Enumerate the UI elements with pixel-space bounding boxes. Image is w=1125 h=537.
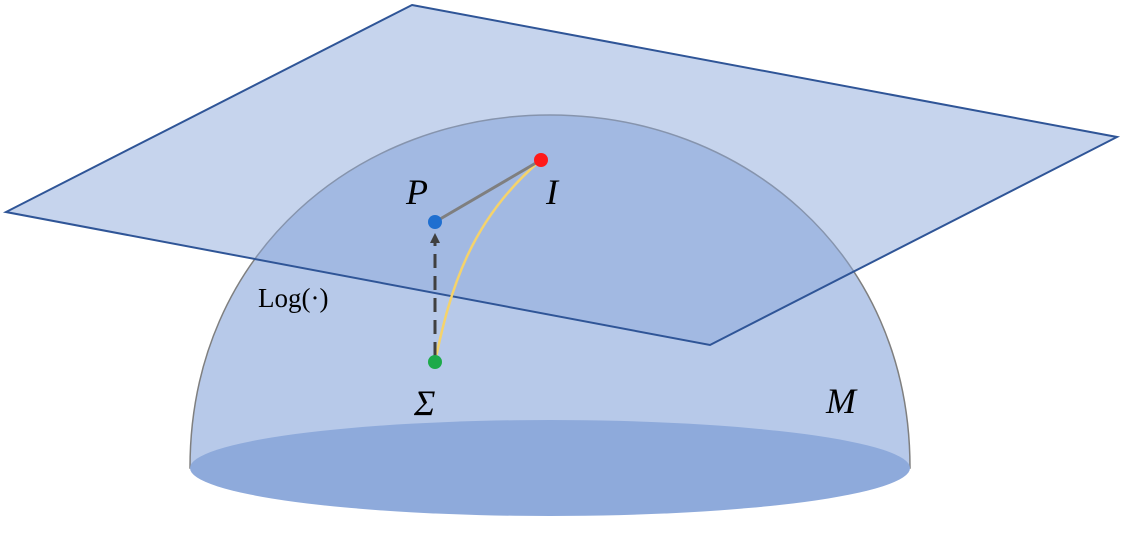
label-point-p: P <box>405 172 428 212</box>
label-point-sigma: Σ <box>413 383 435 423</box>
tangent-segment-p-i <box>434 158 542 224</box>
manifold-base <box>190 420 910 516</box>
label-manifold: M <box>825 381 858 421</box>
point-i-marker <box>534 153 548 167</box>
point-p-marker <box>428 215 442 229</box>
point-sigma-marker <box>428 355 442 369</box>
label-log-map: Log(·) <box>258 283 328 313</box>
tangent-plane <box>2 3 1121 347</box>
label-point-i: I <box>545 172 560 212</box>
geodesic-curve <box>433 159 542 363</box>
